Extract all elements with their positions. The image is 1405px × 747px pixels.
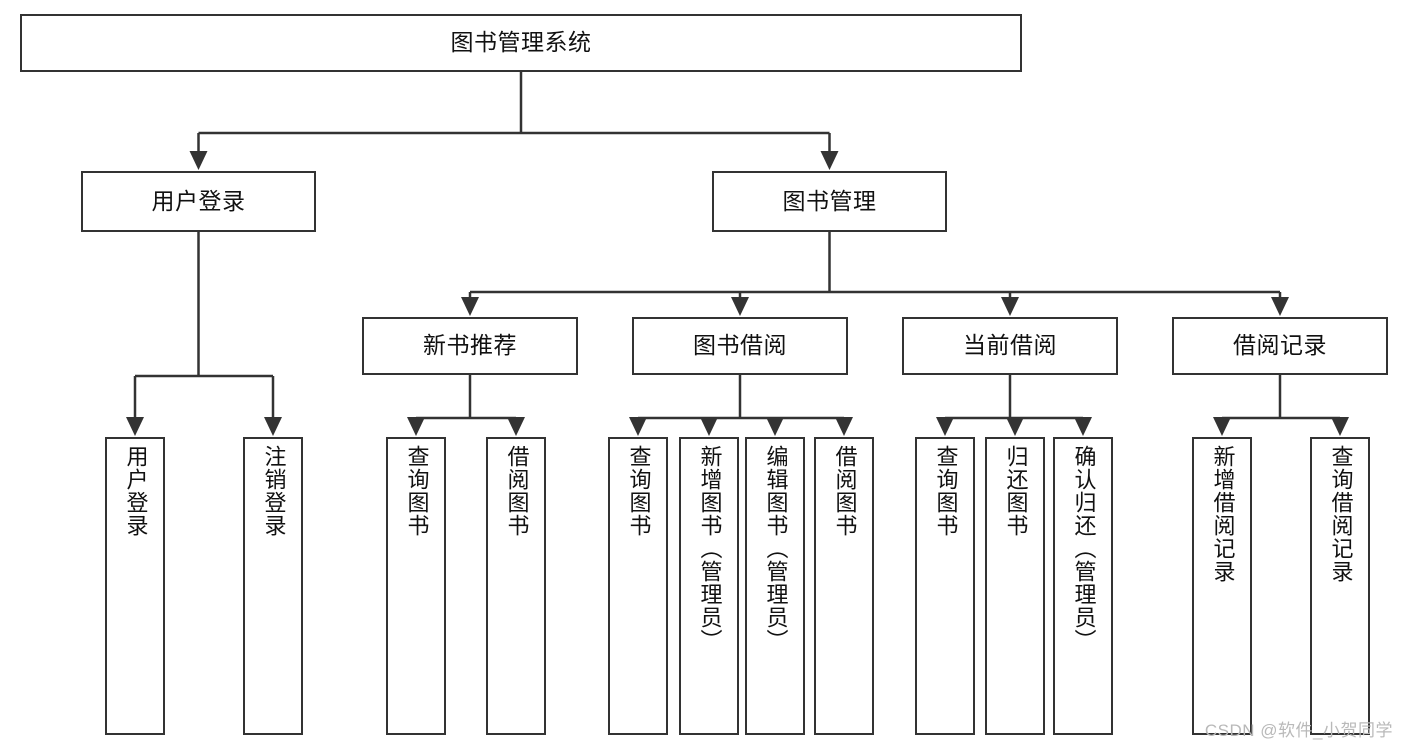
node-leaf-borrow-4[interactable]: 借阅图书 bbox=[814, 437, 874, 735]
arrowhead-leaf-current-3 bbox=[1074, 417, 1092, 436]
arrowhead-leaf-borrow-4 bbox=[835, 417, 853, 436]
arrowhead-records bbox=[1271, 297, 1289, 316]
node-label: 编辑图书（管理员） bbox=[763, 445, 789, 652]
node-root[interactable]: 图书管理系统 bbox=[20, 14, 1022, 72]
node-leaf-newbook-2[interactable]: 借阅图书 bbox=[486, 437, 546, 735]
arrowhead-login bbox=[189, 151, 208, 170]
node-borrow[interactable]: 图书借阅 bbox=[632, 317, 848, 375]
arrowhead-leaf-borrow-1 bbox=[629, 417, 647, 436]
node-leaf-newbook-1[interactable]: 查询图书 bbox=[386, 437, 446, 735]
node-label: 新增借阅记录 bbox=[1210, 445, 1236, 583]
node-label: 借阅记录 bbox=[1233, 332, 1327, 359]
node-newbook[interactable]: 新书推荐 bbox=[362, 317, 578, 375]
node-login[interactable]: 用户登录 bbox=[81, 171, 316, 232]
node-label: 新书推荐 bbox=[423, 332, 517, 359]
node-leaf-borrow-3[interactable]: 编辑图书（管理员） bbox=[745, 437, 805, 735]
arrowhead-leaf-newbook-1 bbox=[407, 417, 425, 436]
node-label: 新增图书（管理员） bbox=[697, 445, 723, 652]
node-label: 查询图书 bbox=[626, 445, 652, 537]
node-label: 图书管理系统 bbox=[450, 29, 592, 56]
node-leaf-records-2[interactable]: 查询借阅记录 bbox=[1310, 437, 1370, 735]
node-leaf-borrow-2[interactable]: 新增图书（管理员） bbox=[679, 437, 739, 735]
arrowhead-leaf-login-2 bbox=[264, 417, 282, 436]
node-label: 查询借阅记录 bbox=[1328, 445, 1354, 583]
node-label: 借阅图书 bbox=[504, 445, 530, 537]
arrowhead-bookmgmt bbox=[820, 151, 839, 170]
node-leaf-current-3[interactable]: 确认归还（管理员） bbox=[1053, 437, 1113, 735]
arrowhead-borrow bbox=[731, 297, 749, 316]
node-leaf-records-1[interactable]: 新增借阅记录 bbox=[1192, 437, 1252, 735]
arrowhead-leaf-newbook-2 bbox=[507, 417, 525, 436]
node-label: 查询图书 bbox=[404, 445, 430, 537]
arrowhead-leaf-records-1 bbox=[1213, 417, 1231, 436]
node-label: 用户登录 bbox=[123, 445, 149, 537]
watermark: CSDN @软件_小贺同学 bbox=[1204, 721, 1393, 740]
node-leaf-current-1[interactable]: 查询图书 bbox=[915, 437, 975, 735]
arrowhead-newbook bbox=[461, 297, 479, 316]
node-label: 归还图书 bbox=[1003, 445, 1029, 537]
node-records[interactable]: 借阅记录 bbox=[1172, 317, 1388, 375]
arrowhead-leaf-login-1 bbox=[126, 417, 144, 436]
node-leaf-login-2[interactable]: 注销登录 bbox=[243, 437, 303, 735]
node-label: 借阅图书 bbox=[832, 445, 858, 537]
arrowhead-leaf-borrow-2 bbox=[700, 417, 718, 436]
node-label: 当前借阅 bbox=[963, 332, 1057, 359]
node-label: 图书借阅 bbox=[693, 332, 787, 359]
node-leaf-borrow-1[interactable]: 查询图书 bbox=[608, 437, 668, 735]
node-label: 查询图书 bbox=[933, 445, 959, 537]
node-label: 用户登录 bbox=[151, 187, 246, 214]
node-label: 图书管理 bbox=[782, 187, 877, 214]
node-current[interactable]: 当前借阅 bbox=[902, 317, 1118, 375]
node-bookmgmt[interactable]: 图书管理 bbox=[712, 171, 947, 232]
arrowhead-leaf-current-1 bbox=[936, 417, 954, 436]
arrowhead-current bbox=[1001, 297, 1019, 316]
node-label: 注销登录 bbox=[261, 445, 287, 537]
node-leaf-current-2[interactable]: 归还图书 bbox=[985, 437, 1045, 735]
node-label: 确认归还（管理员） bbox=[1071, 445, 1097, 652]
arrowhead-leaf-borrow-3 bbox=[766, 417, 784, 436]
arrowhead-leaf-records-2 bbox=[1331, 417, 1349, 436]
arrowhead-leaf-current-2 bbox=[1006, 417, 1024, 436]
node-leaf-login-1[interactable]: 用户登录 bbox=[105, 437, 165, 735]
